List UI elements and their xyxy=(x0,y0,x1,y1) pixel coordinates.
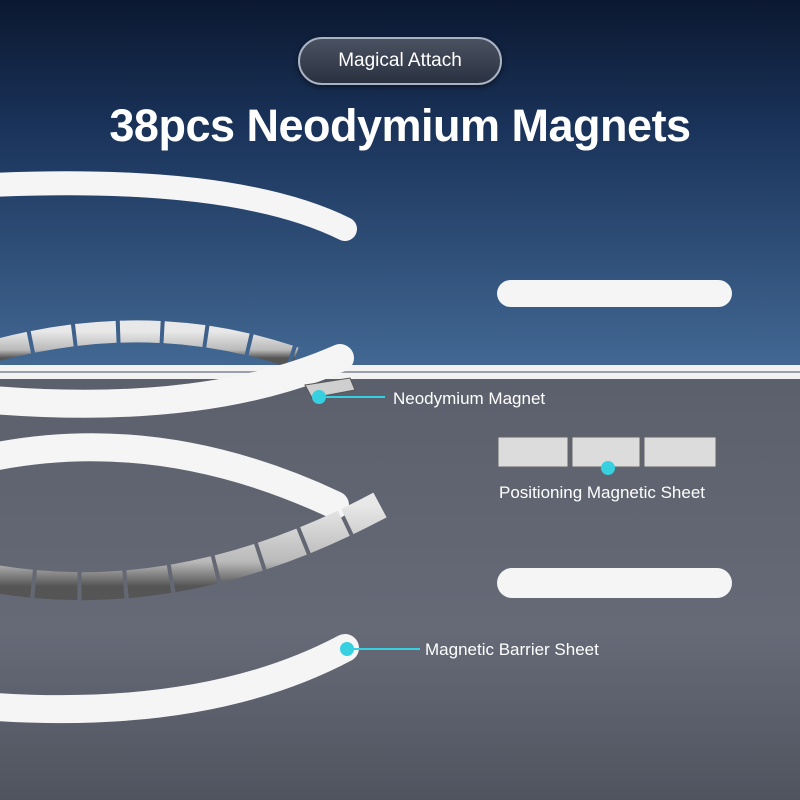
pill-bottom xyxy=(497,568,732,598)
positioning-sheets xyxy=(497,436,717,468)
callout-dot-positioning xyxy=(601,461,615,475)
ring-third xyxy=(0,433,349,519)
callout-positioning-sheet: Positioning Magnetic Sheet xyxy=(499,483,706,502)
callout-barrier-sheet: Magnetic Barrier Sheet xyxy=(425,640,599,659)
page-title: 38pcs Neodymium Magnets xyxy=(109,100,691,151)
ring-top xyxy=(0,171,357,241)
magical-attach-badge: Magical Attach xyxy=(298,37,502,85)
pill-top xyxy=(497,280,732,307)
callout-neodymium-magnet: Neodymium Magnet xyxy=(393,389,546,408)
magnet-arc-lower xyxy=(0,492,387,601)
magnet-arc-upper xyxy=(0,320,299,369)
callout-dot-magnet xyxy=(312,390,326,404)
ring-bottom xyxy=(0,634,359,724)
callout-dot-barrier xyxy=(340,642,354,656)
ring-second xyxy=(0,344,354,418)
